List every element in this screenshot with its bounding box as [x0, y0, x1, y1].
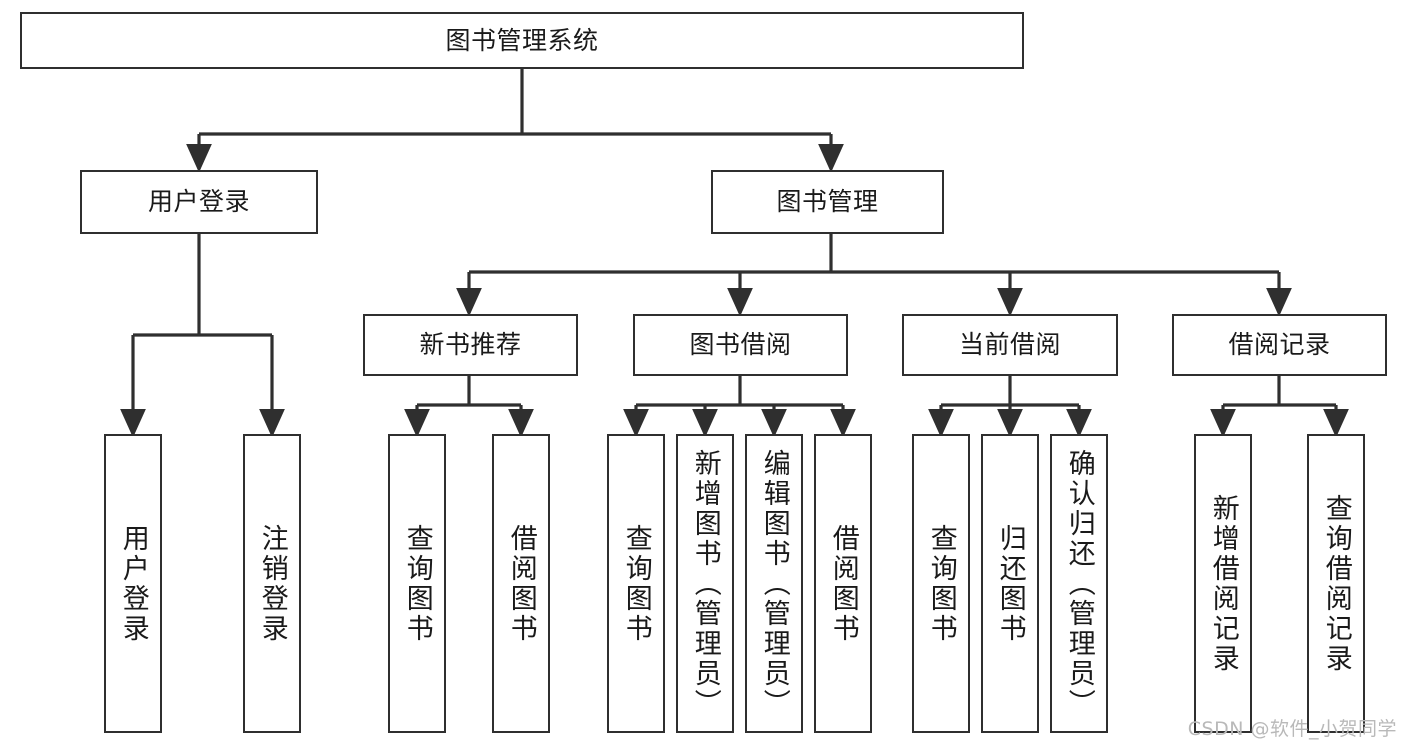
node-root-book-management-system[interactable]: 图书管理系统 — [20, 12, 1024, 69]
node-label: 借阅记录 — [1228, 330, 1331, 360]
node-label: 新增图书（管理员） — [689, 448, 721, 719]
node-label: 查询借阅记录 — [1320, 493, 1352, 674]
leaf-user-login[interactable]: 用户登录 — [104, 434, 162, 733]
leaf-query-books-borrowing[interactable]: 查询图书 — [607, 434, 665, 733]
node-label: 新增借阅记录 — [1207, 493, 1239, 674]
node-label: 用户登录 — [147, 187, 250, 217]
node-label: 新书推荐 — [419, 330, 522, 360]
node-label: 查询图书 — [401, 523, 433, 644]
node-new-book-recommendation[interactable]: 新书推荐 — [363, 314, 578, 376]
node-label: 借阅图书 — [505, 523, 537, 644]
node-label: 归还图书 — [994, 523, 1026, 644]
node-label: 当前借阅 — [958, 330, 1061, 360]
node-label: 编辑图书（管理员） — [758, 448, 790, 719]
node-borrowing-records[interactable]: 借阅记录 — [1172, 314, 1387, 376]
csdn-watermark: CSDN @软件_小贺同学 — [1187, 718, 1397, 740]
node-label: 注销登录 — [256, 523, 288, 644]
leaf-edit-book-admin[interactable]: 编辑图书（管理员） — [745, 434, 803, 733]
leaf-borrow-books-borrowing[interactable]: 借阅图书 — [814, 434, 872, 733]
node-label: 用户登录 — [117, 523, 149, 644]
node-book-management[interactable]: 图书管理 — [711, 170, 944, 234]
node-label: 查询图书 — [620, 523, 652, 644]
node-label: 图书借阅 — [689, 330, 792, 360]
leaf-add-borrowing-record[interactable]: 新增借阅记录 — [1194, 434, 1252, 733]
leaf-query-borrowing-record[interactable]: 查询借阅记录 — [1307, 434, 1365, 733]
leaf-logout[interactable]: 注销登录 — [243, 434, 301, 733]
leaf-confirm-return-admin[interactable]: 确认归还（管理员） — [1050, 434, 1108, 733]
node-label: 确认归还（管理员） — [1063, 448, 1095, 719]
leaf-return-books[interactable]: 归还图书 — [981, 434, 1039, 733]
node-current-borrowing[interactable]: 当前借阅 — [902, 314, 1118, 376]
node-user-login[interactable]: 用户登录 — [80, 170, 318, 234]
node-label: 图书管理系统 — [445, 25, 599, 55]
node-label: 图书管理 — [776, 187, 879, 217]
node-label: 查询图书 — [925, 523, 957, 644]
node-book-borrowing[interactable]: 图书借阅 — [633, 314, 848, 376]
leaf-borrow-books-newbook[interactable]: 借阅图书 — [492, 434, 550, 733]
node-label: 借阅图书 — [827, 523, 859, 644]
leaf-query-books-newbook[interactable]: 查询图书 — [388, 434, 446, 733]
leaf-query-books-current[interactable]: 查询图书 — [912, 434, 970, 733]
leaf-add-book-admin[interactable]: 新增图书（管理员） — [676, 434, 734, 733]
